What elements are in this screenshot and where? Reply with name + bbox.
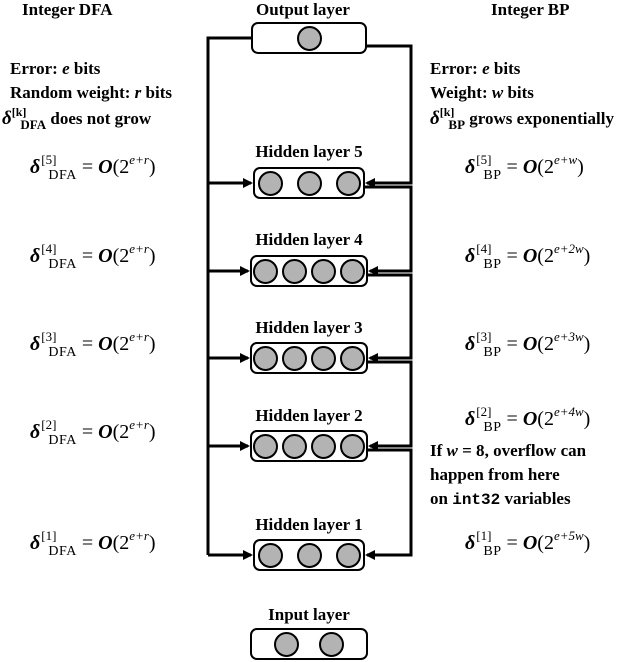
bp-equation: δ[3]BP = O(2e+3w) (465, 329, 591, 360)
dfa-equation: δ[3]DFA = O(2e+r) (30, 329, 156, 360)
neuron (319, 631, 344, 657)
bp-error-bits-note: Error: e bits (430, 59, 521, 78)
overflow-note-line2: happen from here (430, 465, 560, 484)
layer-box-4 (250, 430, 368, 462)
bp-equation: δ[2]BP = O(2e+4w) (465, 404, 591, 435)
dfa-trunk-wire (206, 36, 251, 555)
neuron (253, 433, 278, 459)
bp-header: Integer BP (491, 0, 570, 19)
neuron (335, 542, 361, 568)
bp-equation: δ[1]BP = O(2e+5w) (465, 528, 591, 559)
layer-label-4: Hidden layer 2 (255, 406, 363, 425)
neuron (253, 345, 278, 371)
overflow-note-line1: If w = 8, overflow can (430, 441, 587, 460)
dfa-equation: δ[4]DFA = O(2e+r) (30, 241, 156, 272)
neuron (296, 25, 322, 51)
bp-arrow-layer-step (365, 185, 413, 276)
neuron (282, 433, 307, 459)
layer-box-0 (251, 22, 367, 54)
layer-box-5 (253, 539, 365, 571)
neuron (311, 345, 336, 371)
bp-growth-note: δ[k]BP grows exponentially (430, 105, 614, 132)
neuron (311, 433, 336, 459)
neuron (274, 631, 299, 657)
neuron (340, 345, 365, 371)
neuron (282, 258, 307, 284)
bp-arrow-layer-step (365, 448, 413, 560)
dfa-feedback-paths (206, 36, 253, 560)
dfa-growth-note: δ[k]DFA does not grow (2, 105, 152, 132)
neuron (311, 258, 336, 284)
bp-feedback-paths (365, 44, 413, 560)
bp-arrow-output-to-h5 (365, 44, 413, 188)
layer-box-6 (250, 628, 368, 660)
dfa-weight-bits-note: Random weight: r bits (10, 83, 173, 102)
dfa-equation: δ[2]DFA = O(2e+r) (30, 417, 156, 448)
layer-label-5: Hidden layer 1 (255, 515, 363, 534)
dfa-header: Integer DFA (22, 0, 113, 19)
layer-label-2: Hidden layer 4 (255, 230, 363, 249)
neuron (282, 345, 307, 371)
neuron (296, 542, 322, 568)
layer-label-6: Input layer (268, 605, 350, 624)
dfa-error-bits-note: Error: e bits (10, 59, 101, 78)
bp-arrow-layer-step (368, 273, 413, 363)
layer-box-3 (250, 342, 368, 374)
layer-label-3: Hidden layer 3 (255, 318, 363, 337)
neuron (340, 258, 365, 284)
neuron (257, 542, 283, 568)
bp-equation: δ[4]BP = O(2e+2w) (465, 241, 591, 272)
layer-box-2 (250, 255, 368, 287)
overflow-note-line3: on int32 variables (430, 489, 571, 509)
neuron (335, 170, 361, 196)
neuron (296, 170, 322, 196)
bp-weight-bits-note: Weight: w bits (430, 83, 534, 102)
neuron (257, 170, 283, 196)
bp-arrow-layer-step (368, 360, 413, 451)
neuron (340, 433, 365, 459)
dfa-equation: δ[5]DFA = O(2e+r) (30, 152, 156, 183)
bp-equation: δ[5]BP = O(2e+w) (465, 152, 584, 183)
output-layer-header: Output layer (256, 0, 350, 19)
layer-label-1: Hidden layer 5 (255, 142, 363, 161)
dfa-equation: δ[1]DFA = O(2e+r) (30, 528, 156, 559)
layer-box-1 (253, 167, 365, 199)
neuron (253, 258, 278, 284)
